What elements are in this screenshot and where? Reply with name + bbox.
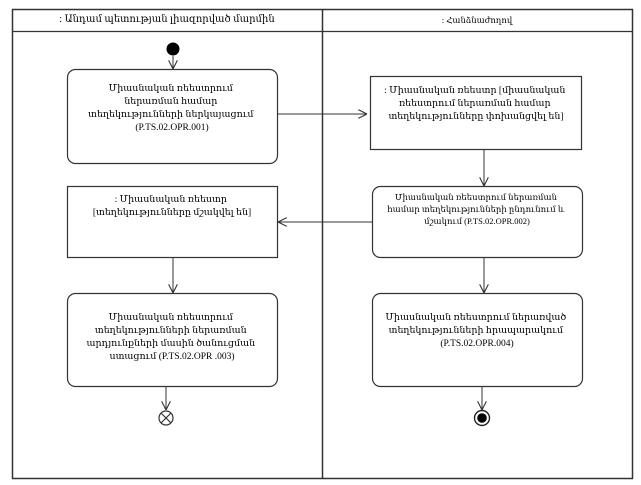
node-text-registry-transferred: : Միասնական ռեեստր [միասնական ռեեստրում … xyxy=(384,86,568,122)
object-registry-processed xyxy=(66,185,279,259)
flow-final-node xyxy=(158,410,174,426)
node-text-receive-process: Միասնական ռեեստրում ներառման համար տեղեկ… xyxy=(387,192,566,226)
object-registry-transferred xyxy=(369,75,583,151)
lane-title-member-state: : Անդամ պետության լիազորված մարմին xyxy=(59,14,275,25)
lane-title-commission: : Հանձնաժողով xyxy=(442,15,513,25)
action-receive-process xyxy=(371,185,584,259)
action-receive-notification xyxy=(66,292,279,388)
node-text-registry-processed: : Միասնական ռեեստր [տեղեկությունները մշա… xyxy=(93,195,251,218)
node-text-submit: Միասնական ռեեստրում ներառման համար տեղեկ… xyxy=(88,84,256,133)
node-text-notification: Միասնական ռեեստրում տեղեկությունների ներ… xyxy=(86,313,257,362)
action-submit-info xyxy=(66,68,279,165)
initial-node xyxy=(166,42,180,56)
activity-final-node xyxy=(473,409,491,427)
action-publish xyxy=(371,292,584,388)
node-text-publish: Միասնական ռեեստրում ներառված տեղեկությու… xyxy=(385,312,568,349)
